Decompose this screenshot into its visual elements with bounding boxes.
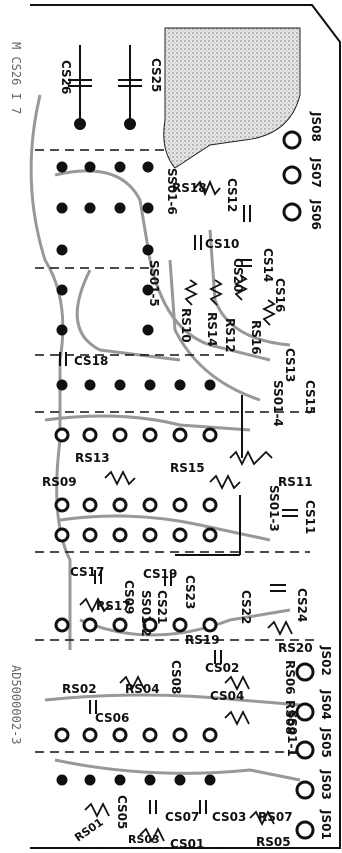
section-lines	[35, 149, 320, 849]
component-label-cs11: CS11	[303, 500, 317, 534]
switch-label-ss01-5: SS01-5	[147, 260, 161, 307]
ground-plane	[163, 27, 301, 169]
jack-row	[282, 130, 315, 840]
component-label-cs21: CS21	[155, 590, 169, 624]
component-label-cs23: CS23	[183, 575, 197, 609]
component-label-cs22: CS22	[239, 590, 253, 624]
component-label-cs01: CS01	[170, 837, 204, 851]
component-label-rs04: RS04	[125, 682, 160, 696]
component-label-rs16: RS16	[249, 320, 263, 355]
component-label-rs08: RS08	[283, 700, 297, 735]
component-label-rs01: RS01	[72, 816, 105, 845]
component-label-rs02: RS02	[62, 682, 97, 696]
component-label-rs07: RS07	[258, 810, 293, 824]
jack-label-js02: JS02	[319, 645, 333, 676]
jack-label-js05: JS05	[319, 727, 333, 758]
jack-label-js06: JS06	[309, 199, 323, 230]
component-label-cs24: CS24	[295, 588, 309, 622]
component-label-cs12: CS12	[225, 178, 239, 212]
component-label-rs09: RS09	[42, 475, 77, 489]
component-label-cs07: CS07	[165, 810, 199, 824]
component-label-cs03: CS03	[212, 810, 246, 824]
switch-label-ss01-2: SS01-2	[139, 590, 153, 637]
jack-label-js03: JS03	[319, 769, 333, 800]
capacitor-symbols	[59, 205, 298, 814]
component-label-cs09: CS09	[122, 580, 136, 614]
component-label-cs25: CS25	[149, 58, 163, 92]
switch-label-ss01-6: SS01-6	[165, 168, 179, 215]
component-label-cs16: CS16	[273, 278, 287, 312]
component-label-cs26: CS26	[59, 60, 73, 94]
board-code-bottom: AD5000002-3	[9, 665, 23, 744]
jack-label-js04: JS04	[319, 689, 333, 720]
component-label-cs08: CS08	[169, 660, 183, 694]
board-code-top: M CS26 I 7	[9, 42, 23, 114]
component-label-cs13: CS13	[283, 348, 297, 382]
component-label-rs15: RS15	[170, 461, 205, 475]
component-label-cs04: CS04	[210, 689, 244, 703]
component-label-rs10: RS10	[179, 308, 193, 343]
jumper-wires	[175, 395, 243, 556]
jack-label-js08: JS08	[309, 111, 323, 142]
component-label-rs18: RS18	[172, 181, 207, 195]
switch-label-ss01-1: SS01-1	[285, 710, 299, 757]
component-label-rs12: RS12	[223, 318, 237, 353]
component-label-cs15: CS15	[303, 380, 317, 414]
resistor-symbols	[79, 179, 293, 844]
component-label-rs14: RS14	[205, 312, 219, 347]
component-label-rs19: RS19	[185, 633, 220, 647]
component-label-cs05: CS05	[115, 795, 129, 829]
component-label-rs20: RS20	[278, 641, 313, 655]
component-label-cs06: CS06	[95, 711, 129, 725]
component-label-rs05: RS05	[256, 835, 291, 849]
component-label-cs18: CS18	[74, 354, 108, 368]
component-label-rs06: RS06	[283, 660, 297, 695]
component-label-rs13: RS13	[75, 451, 110, 465]
pad-array	[54, 161, 218, 786]
jack-label-js07: JS07	[309, 157, 323, 188]
component-label-cs02: CS02	[205, 661, 239, 675]
component-label-rs03: RS03	[128, 833, 160, 846]
capacitor-cs26	[68, 45, 142, 130]
jack-label-js01: JS01	[319, 809, 333, 840]
component-label-cs10: CS10	[205, 237, 239, 251]
component-label-rs11: RS11	[278, 475, 313, 489]
component-label-cs19: CS19	[143, 567, 177, 581]
component-label-rs17: RS17	[96, 599, 131, 613]
component-label-cs20: CS20	[231, 258, 245, 292]
switch-label-ss01-3: SS01-3	[267, 485, 281, 532]
component-label-cs14: CS14	[261, 248, 275, 282]
component-label-cs17: CS17	[70, 565, 104, 579]
switch-label-ss01-4: SS01-4	[271, 380, 285, 427]
